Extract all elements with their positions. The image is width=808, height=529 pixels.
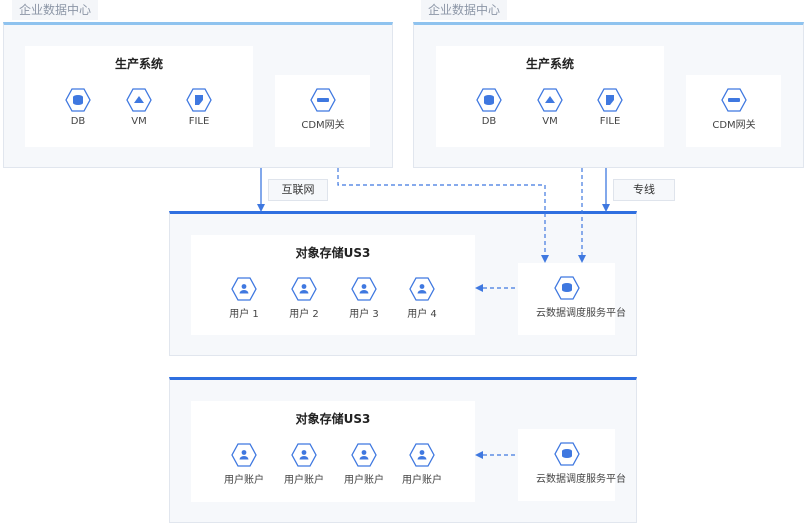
dedicated-line-tag: 专线 <box>613 179 675 201</box>
platform-node-1: 云数据调度服务平台 <box>536 276 626 319</box>
gateway-icon <box>721 88 747 112</box>
user-label: 用户账户 <box>344 475 384 486</box>
user-icon <box>291 443 317 467</box>
platform-label: 云数据调度服务平台 <box>536 308 626 319</box>
node-vm-2: VM <box>520 88 580 127</box>
user-icon <box>291 277 317 301</box>
user-icon <box>351 277 377 301</box>
user-icon <box>231 443 257 467</box>
user-icon <box>409 443 435 467</box>
node-file-2: FILE <box>580 88 640 127</box>
user-node-2-2: 用户账户 <box>274 443 334 486</box>
user-node-2-4: 用户账户 <box>392 443 452 486</box>
user-node-1-3: 用户 3 <box>334 277 394 320</box>
storage-title-2: 对象存储US3 <box>295 412 371 426</box>
user-icon <box>231 277 257 301</box>
node-file-1: FILE <box>169 88 229 127</box>
node-label: VM <box>131 116 147 127</box>
user-icon <box>409 277 435 301</box>
user-node-2-3: 用户账户 <box>334 443 394 486</box>
platform-node-2: 云数据调度服务平台 <box>536 442 626 485</box>
user-label: 用户账户 <box>284 475 324 486</box>
node-label: CDM网关 <box>301 120 345 131</box>
node-label: FILE <box>599 116 621 127</box>
internet-link-tag: 互联网 <box>268 179 328 201</box>
datacenter-label-2: 企业数据中心 <box>421 0 508 20</box>
user-label: 用户 3 <box>349 309 379 320</box>
file-icon <box>597 88 623 112</box>
db-icon <box>65 88 91 112</box>
storage-title-1: 对象存储US3 <box>295 246 371 260</box>
production-title-2: 生产系统 <box>525 57 574 71</box>
production-title-1: 生产系统 <box>114 57 163 71</box>
node-label: VM <box>542 116 558 127</box>
platform-icon <box>554 442 580 466</box>
user-node-1-2: 用户 2 <box>274 277 334 320</box>
user-label: 用户账户 <box>224 475 264 486</box>
vm-icon <box>537 88 563 112</box>
node-gateway-2: CDM网关 <box>704 88 764 131</box>
user-node-2-1: 用户账户 <box>214 443 274 486</box>
node-label: DB <box>481 116 497 127</box>
gateway-icon <box>310 88 336 112</box>
node-gateway-1: CDM网关 <box>293 88 353 131</box>
user-node-1-1: 用户 1 <box>214 277 274 320</box>
user-icon <box>351 443 377 467</box>
platform-label: 云数据调度服务平台 <box>536 474 626 485</box>
platform-icon <box>554 276 580 300</box>
vm-icon <box>126 88 152 112</box>
user-label: 用户 1 <box>229 309 259 320</box>
datacenter-label-1: 企业数据中心 <box>12 0 99 20</box>
user-label: 用户账户 <box>402 475 442 486</box>
user-label: 用户 4 <box>407 309 437 320</box>
node-label: FILE <box>188 116 210 127</box>
user-node-1-4: 用户 4 <box>392 277 452 320</box>
file-icon <box>186 88 212 112</box>
db-icon <box>476 88 502 112</box>
user-label: 用户 2 <box>289 309 319 320</box>
node-db-2: DB <box>459 88 519 127</box>
node-label: CDM网关 <box>712 120 756 131</box>
node-vm-1: VM <box>109 88 169 127</box>
node-label: DB <box>70 116 86 127</box>
node-db-1: DB <box>48 88 108 127</box>
